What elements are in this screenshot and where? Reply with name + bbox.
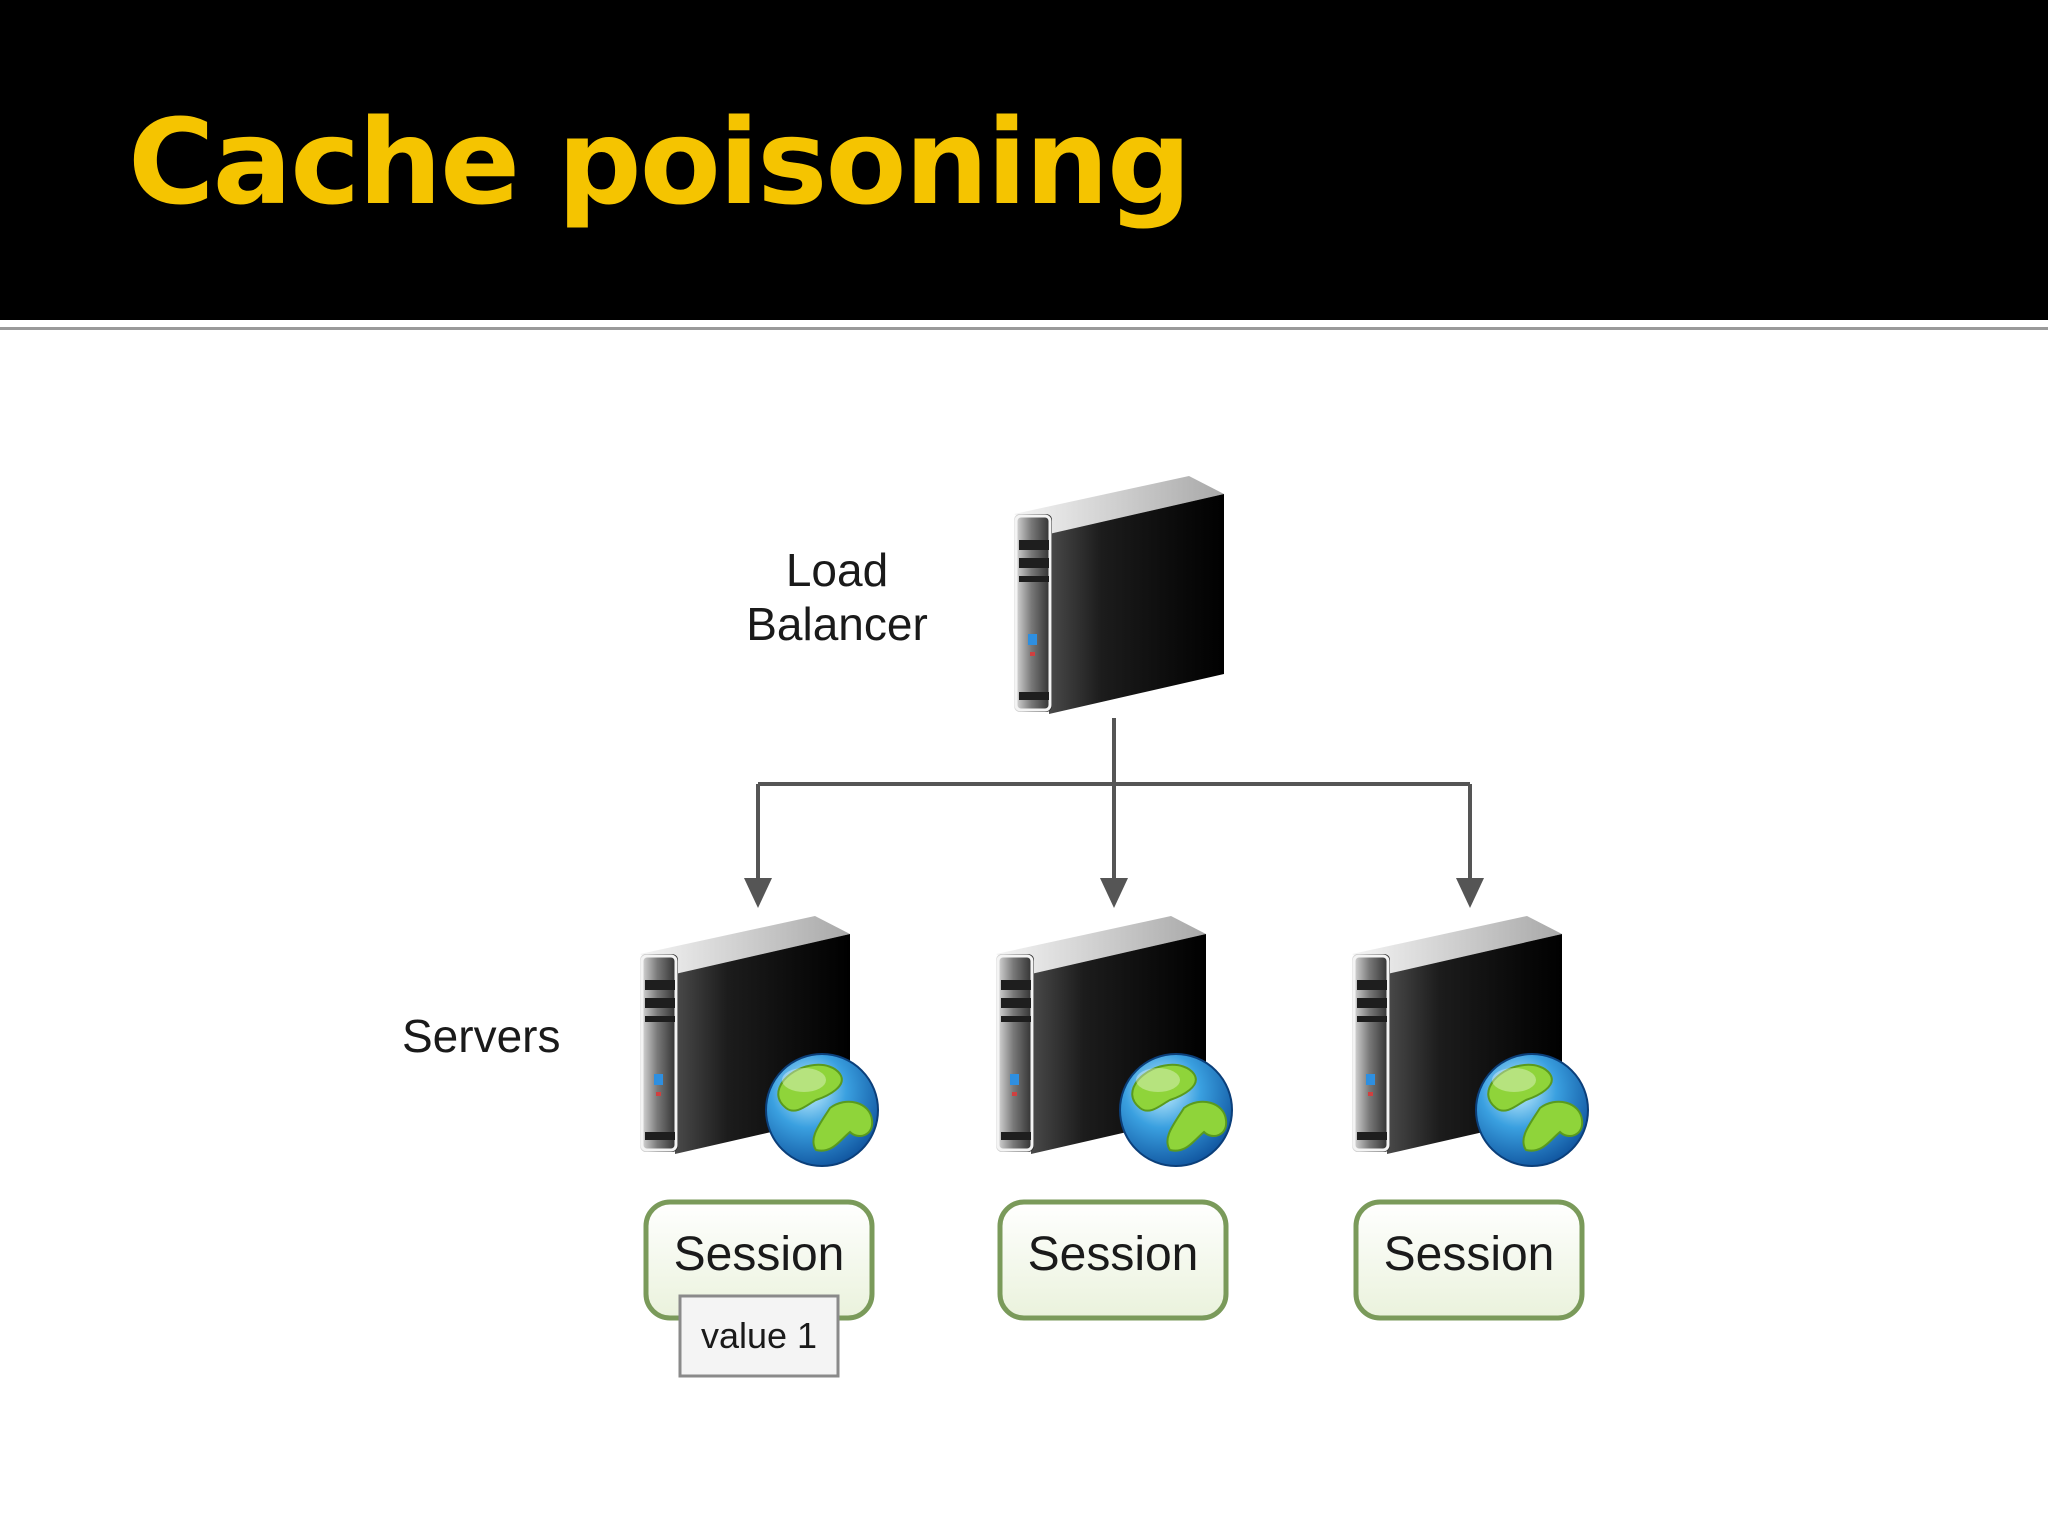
load-balancer-label-line2: Balancer — [746, 598, 928, 650]
session-box-3: Session — [1353, 1199, 1585, 1321]
load-balancer-server-icon — [1012, 474, 1226, 716]
globe-icon — [1475, 1053, 1589, 1167]
server-2 — [994, 914, 1233, 1167]
arrowhead-left — [744, 878, 772, 908]
server-1 — [638, 914, 879, 1167]
session-label: Session — [1384, 1228, 1555, 1281]
server-3 — [1350, 914, 1589, 1167]
session-box-2: Session — [997, 1199, 1229, 1321]
globe-icon — [765, 1053, 879, 1167]
arrowhead-middle — [1100, 878, 1128, 908]
session-value-label: value 1 — [701, 1315, 817, 1356]
servers-label: Servers — [402, 1010, 560, 1062]
session-label: Session — [674, 1228, 845, 1281]
title-bar — [0, 0, 2048, 320]
session-value-tag: value 1 — [678, 1294, 840, 1378]
globe-icon — [1119, 1053, 1233, 1167]
load-balancer-label-line1: Load — [786, 544, 888, 596]
session-label: Session — [1028, 1228, 1199, 1281]
connector-arrowheads — [744, 878, 1484, 908]
connector-lines — [756, 718, 1472, 878]
slide-title: Cache poisoning — [128, 93, 1191, 231]
arrowhead-right — [1456, 878, 1484, 908]
session-box-1: Session — [643, 1199, 875, 1321]
title-divider — [0, 327, 2048, 330]
